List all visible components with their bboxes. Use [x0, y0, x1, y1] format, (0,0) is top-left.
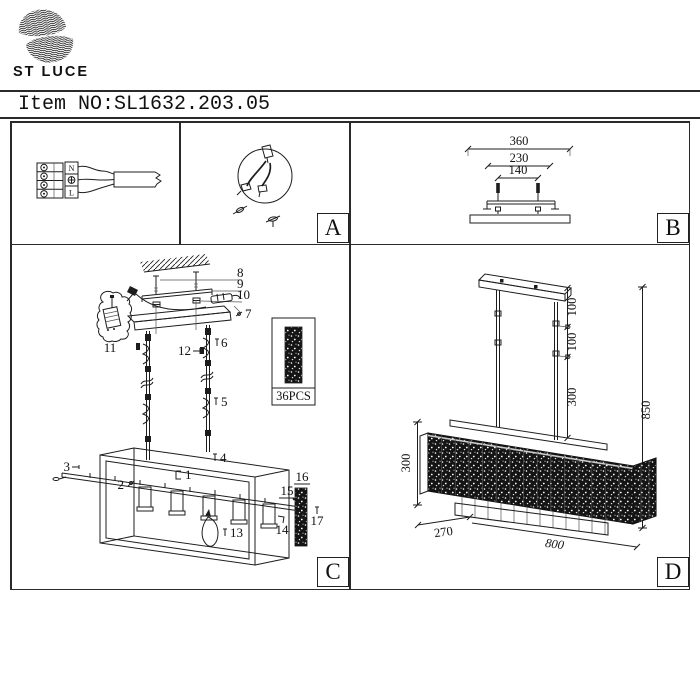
crystal-strip [294, 487, 308, 547]
rod-right [552, 302, 560, 440]
dim-300-rod-label: 300 [565, 388, 579, 407]
body-back-rim [449, 419, 608, 451]
part-5-label: 5 [221, 394, 228, 409]
panel-d-drawing: 100 100 300 850 [399, 273, 657, 553]
dim-800-label: 800 [544, 536, 565, 553]
part-2-label: 2 [118, 477, 125, 492]
part-7-label: 7 [245, 306, 252, 321]
screw-icon [72, 465, 80, 469]
grid-right [688, 121, 690, 590]
wires [77, 165, 115, 194]
part-11-label: 11 [104, 340, 117, 355]
dim-100b-label: 100 [565, 333, 579, 352]
magnifier-circle [237, 148, 293, 204]
part-10-label: 10 [237, 287, 250, 302]
ceiling-hatch [140, 254, 211, 273]
title-underline [0, 116, 700, 119]
part-15-label: 15 [281, 483, 294, 498]
panel-b-letter: B [657, 213, 689, 243]
detail-cloud-callout [96, 290, 134, 343]
canopy [126, 300, 232, 334]
screw-icon [127, 480, 135, 487]
dimension-140: 140 [494, 163, 542, 182]
screw-icon [265, 215, 281, 227]
screw-icon [232, 205, 248, 215]
item-number: Item NO:SL1632.203.05 [18, 93, 271, 116]
part-3-label: 3 [64, 459, 71, 474]
part-4-label: 4 [220, 450, 227, 465]
terminal-l-label: L [69, 189, 74, 198]
mounting-bracket [483, 200, 559, 210]
screw-icon [315, 506, 319, 514]
earth-symbol-icon [67, 176, 76, 184]
screw-icon [215, 338, 219, 346]
socket-rail [52, 472, 301, 512]
dim-230-label: 230 [510, 151, 529, 165]
terminal-n-label: N [69, 164, 75, 173]
terminal-label-strip: N L [64, 161, 79, 199]
rod-left [494, 290, 502, 427]
crystal-count-label: 36PCS [276, 389, 311, 403]
part-16-label: 16 [296, 469, 310, 484]
dim-850-label: 850 [639, 401, 653, 420]
hanging-bracket [141, 288, 213, 302]
panel-c-letter: C [317, 557, 349, 587]
grid-col-divider [349, 121, 351, 590]
ceiling-plate [469, 214, 571, 224]
panel-a-subdivider [179, 121, 181, 245]
cable [113, 171, 162, 188]
ceiling-screws [153, 271, 199, 294]
part-1-label: 1 [185, 467, 192, 482]
wire-stub [261, 144, 274, 164]
width-dimension: 800 [471, 522, 641, 553]
suspension-rod-right [200, 325, 214, 452]
depth-dimension: 270 [414, 513, 474, 540]
wire-connector [210, 292, 241, 304]
crystal-sample-box: 36PCS [271, 317, 316, 406]
mounting-screws [495, 183, 541, 214]
screw-icon [214, 397, 218, 405]
lamp-sockets [136, 486, 278, 529]
part-6-label: 6 [221, 335, 228, 350]
part-9-label: 9 [237, 276, 244, 291]
canopy-bar [477, 273, 573, 302]
frame-box [99, 447, 290, 566]
crystal-body [419, 432, 657, 525]
terminal-block [36, 162, 64, 199]
dim-270-label: 270 [433, 524, 454, 540]
dim-360-label: 360 [510, 134, 529, 148]
screw-icon [193, 348, 201, 354]
bottom-rim-and-slats [454, 496, 609, 536]
dim-300-body-label: 300 [399, 454, 413, 473]
grid-left [10, 121, 12, 590]
panel-b-drawing: 360 230 140 [464, 134, 574, 224]
part-17-label: 17 [311, 513, 325, 528]
brand-name: ST LUCE [13, 64, 90, 80]
dimension-230: 230 [484, 151, 554, 170]
candle-bulb [201, 509, 219, 547]
bracket-nuts [152, 297, 201, 308]
crimped-wires [236, 160, 272, 198]
panel-a-detail-drawing [232, 144, 293, 227]
dim-140-label: 140 [509, 163, 528, 177]
panel-a-terminal-drawing: N L [36, 161, 162, 199]
part-8-label: 8 [237, 265, 244, 280]
part-13-label: 13 [230, 525, 243, 540]
dimension-360: 360 [464, 134, 574, 156]
rod-dimensions: 100 100 300 [557, 284, 579, 442]
dim-100a-label: 100 [565, 298, 579, 317]
part-14-label: 14 [276, 522, 290, 537]
clip-icon [175, 470, 181, 480]
body-height-dimension: 300 [399, 418, 422, 509]
screw-icon [223, 528, 227, 536]
stluce-logo-icon [18, 9, 74, 63]
hook-icon [277, 515, 285, 524]
panel-d-letter: D [657, 557, 689, 587]
top-rule [0, 90, 700, 92]
suspension-rod-left [140, 331, 154, 460]
panel-c-drawing: 8 9 10 7 11 [52, 254, 325, 566]
panel-a-letter: A [317, 213, 349, 243]
screw-icon [235, 311, 243, 317]
part-12-label: 12 [178, 343, 191, 358]
